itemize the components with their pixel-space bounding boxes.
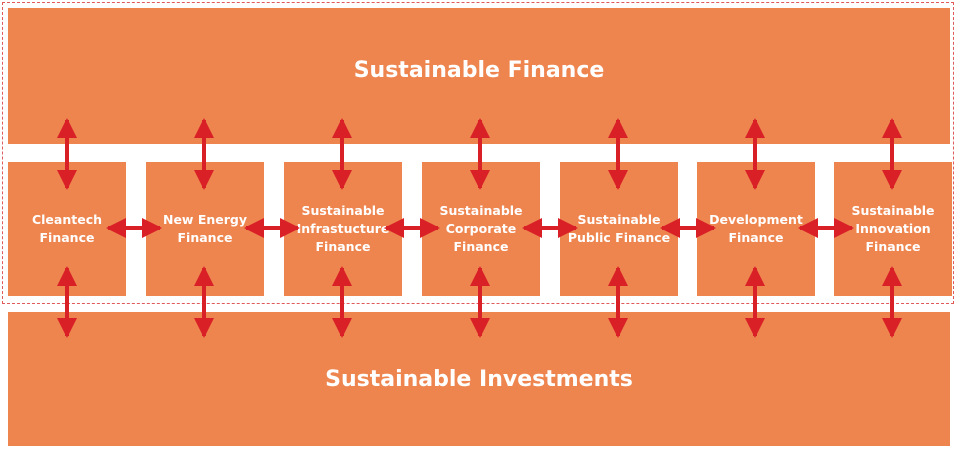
sustainable-finance-band: Sustainable Finance — [8, 8, 950, 144]
sustainable-investments-band: Sustainable Investments — [8, 312, 950, 446]
bottom-band-label: Sustainable Investments — [325, 366, 633, 392]
top-band-label: Sustainable Finance — [353, 57, 605, 83]
